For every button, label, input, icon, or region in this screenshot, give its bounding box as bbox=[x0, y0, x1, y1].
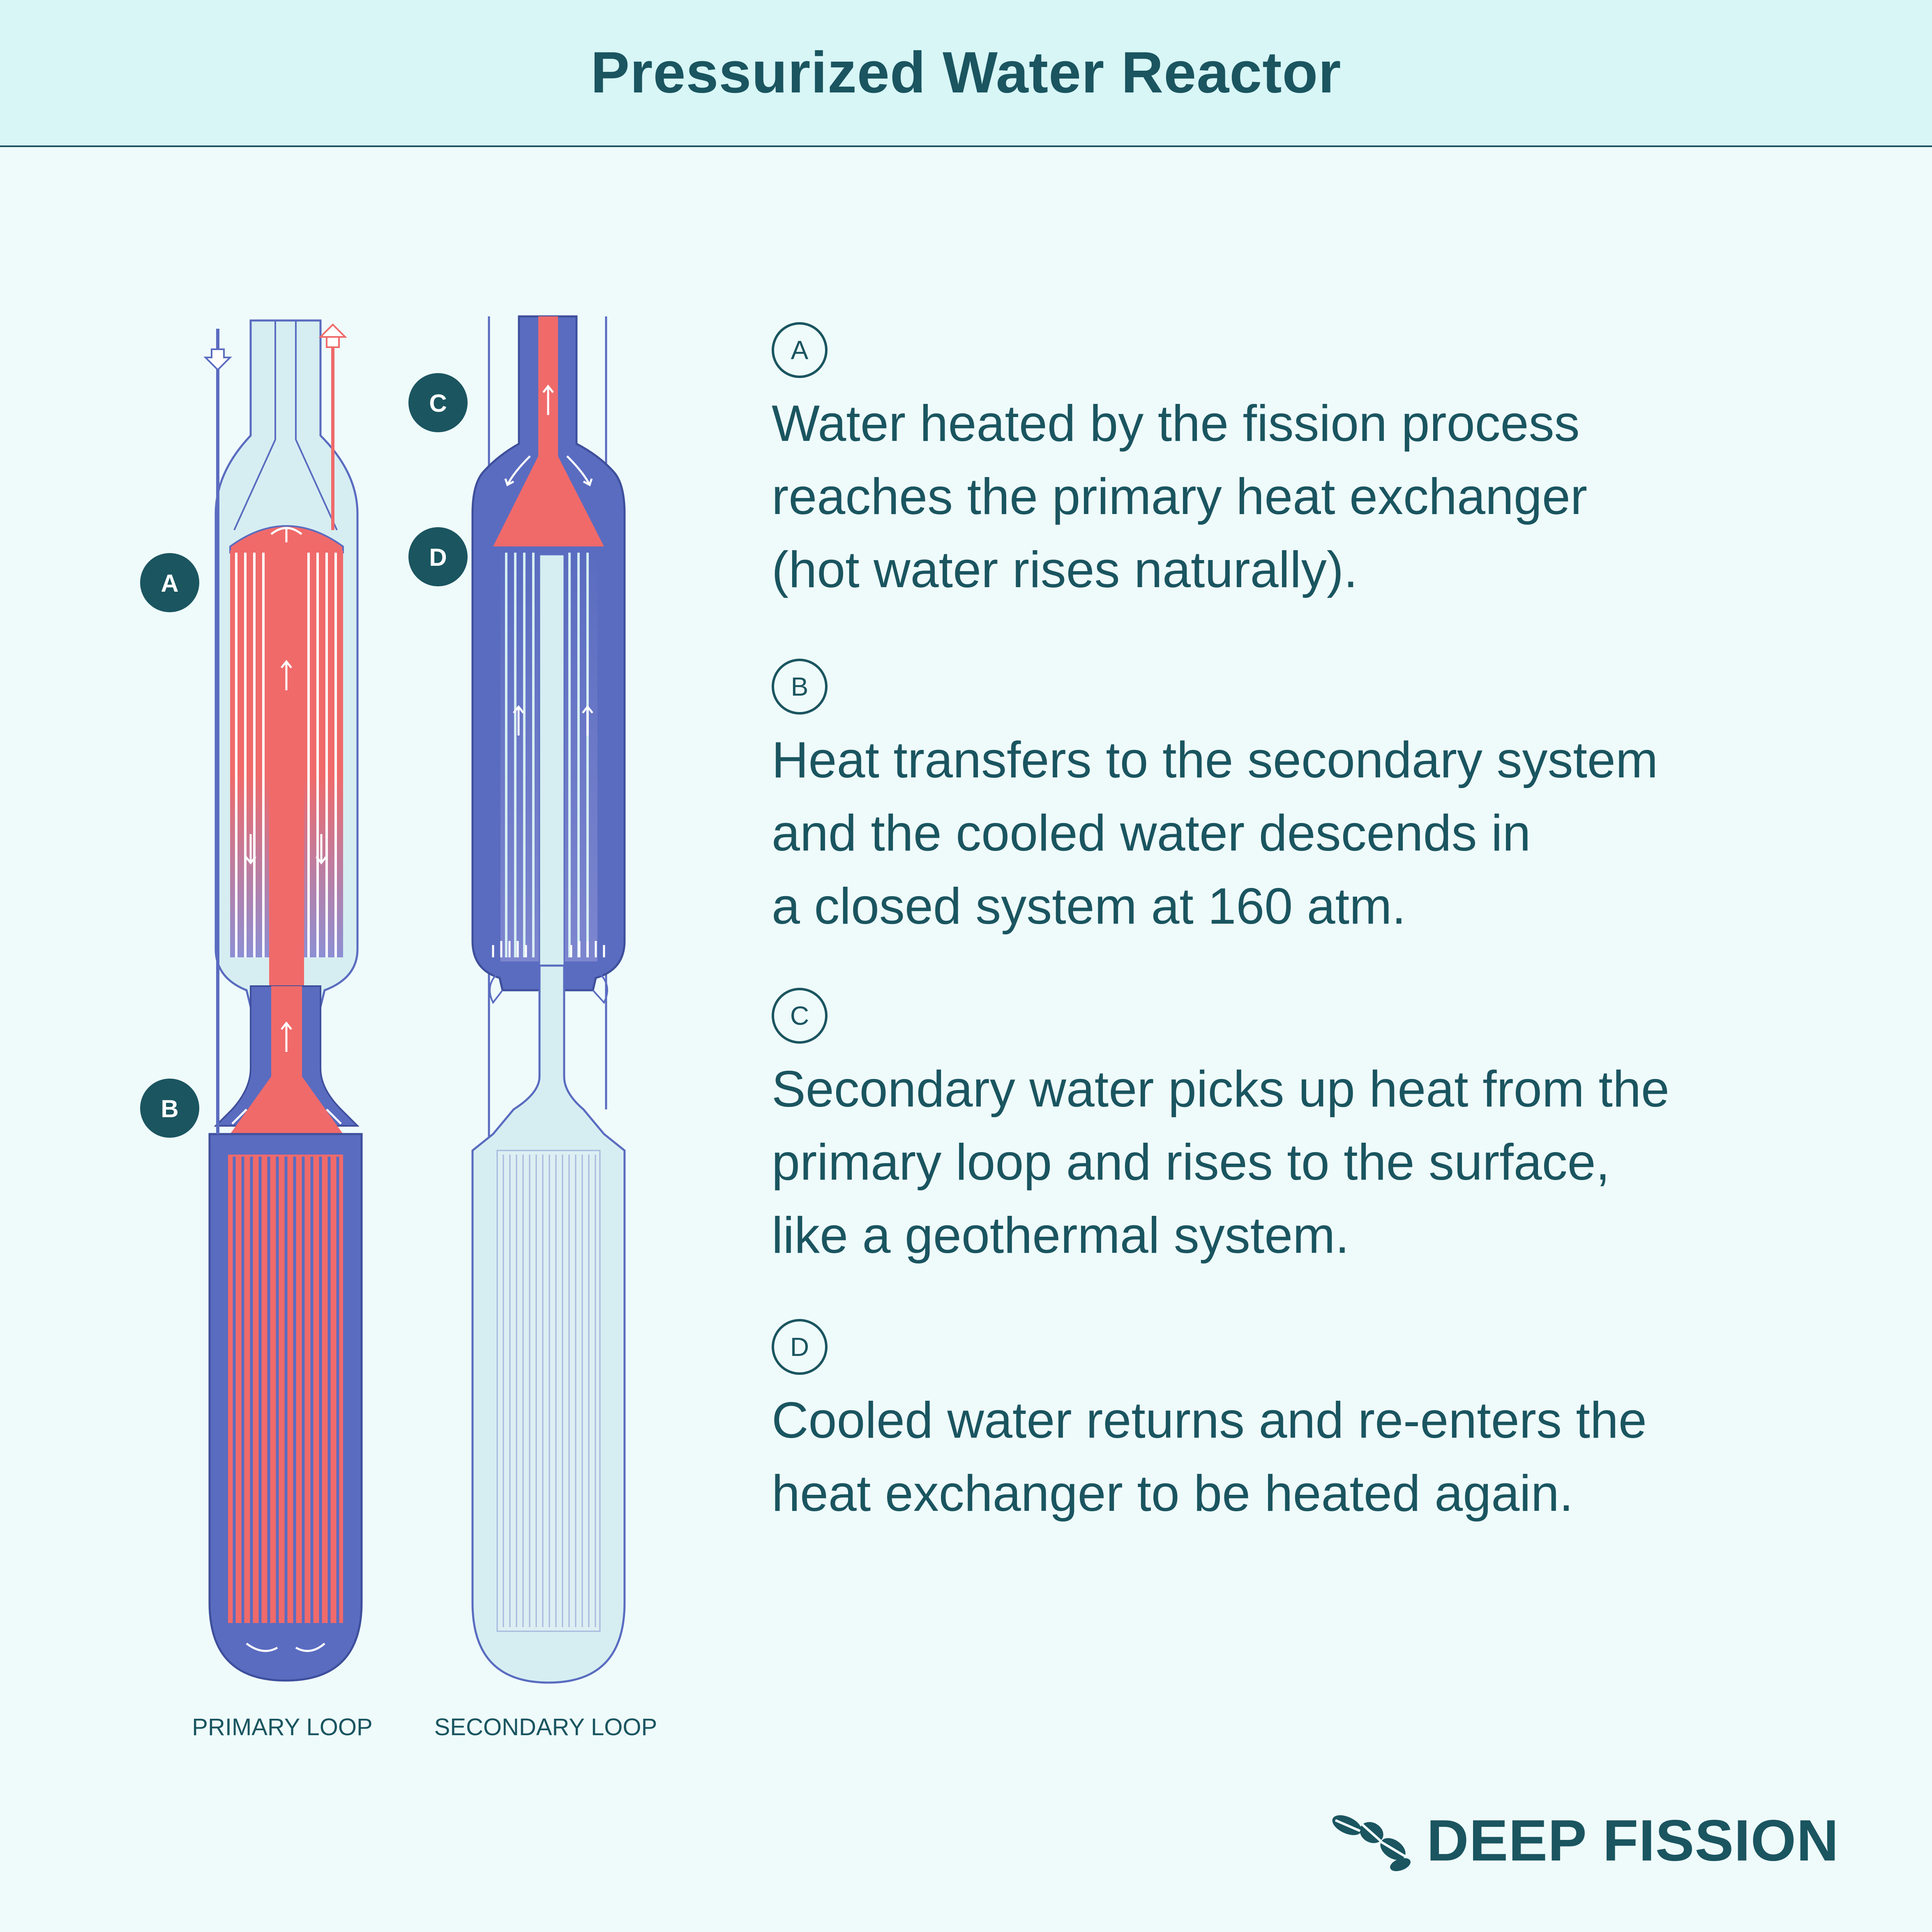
deep-fission-logo-icon bbox=[1332, 1815, 1411, 1871]
marker-a: A bbox=[140, 553, 199, 612]
svg-text:B: B bbox=[161, 1095, 178, 1123]
secondary-central-channel bbox=[539, 554, 565, 966]
marker-d: D bbox=[408, 527, 468, 586]
primary-hot-riser-upper bbox=[269, 551, 304, 1015]
description-a-badge: A bbox=[772, 322, 828, 378]
description-b-line-3: a closed system at 160 atm. bbox=[772, 878, 1406, 935]
secondary-tubes bbox=[505, 553, 589, 957]
primary-loop-label: PRIMARY LOOP bbox=[192, 1714, 373, 1741]
secondary-loop-label: SECONDARY LOOP bbox=[434, 1714, 657, 1741]
description-c-line-1: Secondary water picks up heat from the bbox=[772, 1061, 1669, 1118]
description-a-line-3: (hot water rises naturally). bbox=[772, 542, 1358, 598]
primary-up-arrow-icon bbox=[318, 323, 347, 348]
secondary-lower-tubes bbox=[503, 1155, 596, 1627]
description-b-badge: B bbox=[772, 659, 828, 715]
description-d-text: Cooled water returns and re-enters the h… bbox=[772, 1384, 1840, 1530]
description-b-line-1: Heat transfers to the secondary system bbox=[772, 732, 1658, 788]
description-d: D Cooled water returns and re-enters the… bbox=[772, 1319, 1840, 1530]
primary-hot-riser-middle bbox=[230, 986, 343, 1134]
primary-flow-arrows bbox=[231, 527, 342, 1652]
description-a: A Water heated by the fission process re… bbox=[772, 322, 1840, 606]
primary-down-arrow-icon bbox=[203, 348, 232, 371]
description-c-line-2: primary loop and rises to the surface, bbox=[772, 1134, 1610, 1191]
marker-b: B bbox=[140, 1079, 199, 1138]
description-c: C Secondary water picks up heat from the… bbox=[772, 988, 1840, 1272]
description-c-line-3: like a geothermal system. bbox=[772, 1207, 1349, 1264]
page-title: Pressurized Water Reactor bbox=[590, 40, 1342, 105]
svg-text:D: D bbox=[429, 544, 447, 571]
svg-text:C: C bbox=[429, 390, 447, 417]
primary-loop bbox=[203, 319, 363, 1682]
header-bar: Pressurized Water Reactor bbox=[0, 0, 1932, 147]
brand-name: DEEP FISSION bbox=[1427, 1808, 1839, 1873]
marker-c: C bbox=[408, 373, 468, 432]
secondary-lower-tube-box bbox=[496, 1150, 601, 1632]
description-c-badge: C bbox=[772, 988, 828, 1044]
primary-neck-lines bbox=[233, 320, 338, 530]
secondary-neck-lines bbox=[489, 973, 608, 1004]
description-a-text: Water heated by the fission process reac… bbox=[772, 387, 1840, 606]
secondary-loop bbox=[471, 315, 626, 1684]
description-a-line-1: Water heated by the fission process bbox=[772, 395, 1580, 452]
secondary-hot-outlet bbox=[493, 316, 604, 546]
secondary-flow-arrows bbox=[492, 384, 605, 957]
svg-text:A: A bbox=[161, 569, 178, 597]
description-d-line-2: heat exchanger to be heated again. bbox=[772, 1465, 1574, 1522]
description-d-line-1: Cooled water returns and re-enters the bbox=[772, 1392, 1647, 1449]
brand-logo: DEEP FISSION bbox=[1327, 1808, 1839, 1874]
description-a-line-2: reaches the primary heat exchanger bbox=[772, 468, 1588, 525]
description-b: B Heat transfers to the secondary system… bbox=[772, 659, 1840, 943]
primary-upper-tubes bbox=[235, 553, 337, 957]
primary-core-rods bbox=[233, 1157, 339, 1623]
description-c-text: Secondary water picks up heat from the p… bbox=[772, 1053, 1840, 1272]
description-b-line-2: and the cooled water descends in bbox=[772, 805, 1531, 862]
description-b-text: Heat transfers to the secondary system a… bbox=[772, 724, 1840, 943]
description-d-badge: D bbox=[772, 1319, 828, 1375]
